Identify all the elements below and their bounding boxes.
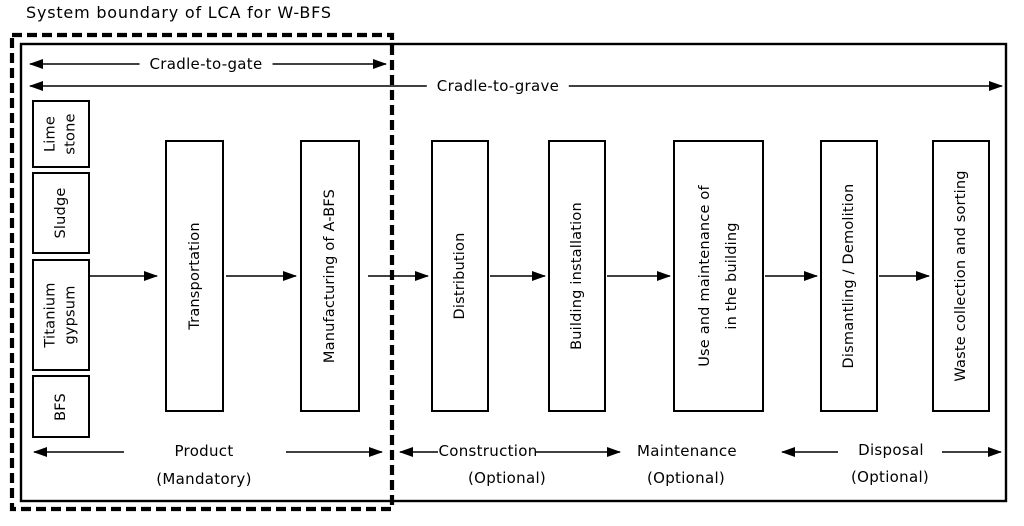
stage-label-distribution: Distribution <box>451 232 468 320</box>
phase-sublabel-product: (Mandatory) <box>156 470 252 488</box>
phase-label-disposal: Disposal <box>858 441 924 459</box>
stage-label-dismantling: Dismantling / Demolition <box>840 183 857 369</box>
stage-label-waste-collection: Waste collection and sorting <box>952 170 969 382</box>
stage-label-use-maintenance: Use and maintenance of in the building <box>696 185 740 367</box>
input-box-bfs: BFS <box>32 375 90 438</box>
cradle-to-grave-label: Cradle-to-grave <box>426 77 570 95</box>
input-label-titanium-gypsum: Titanium gypsum <box>42 282 79 348</box>
stage-box-distribution: Distribution <box>431 140 489 412</box>
stage-box-transportation: Transportation <box>165 140 224 412</box>
input-label-sludge: Sludge <box>52 187 69 239</box>
stage-box-use-maintenance: Use and maintenance of in the building <box>673 140 764 412</box>
input-label-limestone: Lime stone <box>42 113 79 155</box>
stage-box-dismantling: Dismantling / Demolition <box>820 140 878 412</box>
phase-sublabel-construction: (Optional) <box>467 469 547 487</box>
phase-label-product: Product <box>174 442 234 460</box>
phase-sublabel-maintenance: (Optional) <box>646 469 726 487</box>
input-box-sludge: Sludge <box>32 172 90 254</box>
stage-box-building-installation: Building installation <box>548 140 606 412</box>
stage-label-building-installation: Building installation <box>568 202 585 350</box>
stage-label-transportation: Transportation <box>186 222 203 330</box>
phase-label-construction: Construction <box>438 442 538 460</box>
stage-box-waste-collection: Waste collection and sorting <box>932 140 990 412</box>
input-box-titanium-gypsum: Titanium gypsum <box>32 259 90 371</box>
cradle-to-gate-label: Cradle-to-gate <box>139 55 273 73</box>
phase-label-maintenance: Maintenance <box>637 442 737 460</box>
stage-box-manufacturing: Manufacturing of A-BFS <box>300 140 360 412</box>
cradle-to-grave-frame <box>19 42 1008 503</box>
diagram-title: System boundary of LCA for W-BFS <box>26 3 332 22</box>
input-box-limestone: Lime stone <box>32 100 90 168</box>
input-label-bfs: BFS <box>52 392 69 421</box>
phase-sublabel-disposal: (Optional) <box>850 468 930 486</box>
system-boundary-dashed-box <box>9 32 395 512</box>
stage-label-manufacturing: Manufacturing of A-BFS <box>321 188 338 364</box>
